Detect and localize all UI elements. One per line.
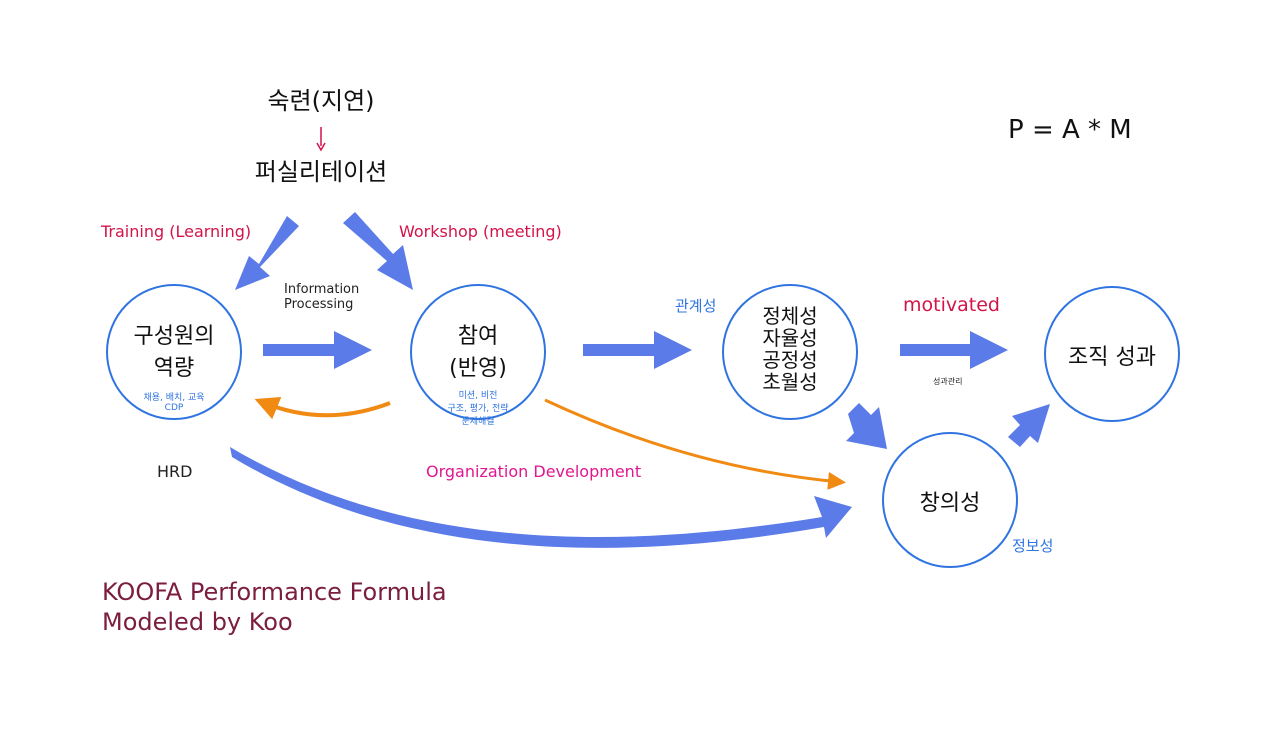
info-processing-line1: Information [284,282,360,297]
arrow-identity-to-creativity [846,403,887,449]
competency-sub2: CDP [164,403,184,413]
footer-title: KOOFA Performance Formula [102,578,447,606]
participation-text: 참여 (반영) 미션, 비전 구조, 평가, 전략 문제해결 [410,318,546,427]
arrow-participation-feedback [254,397,391,420]
arrow-facilitation-to-competency [235,216,299,290]
identity-text: 정체성 자율성 공정성 초월성 [722,305,858,393]
competency-line1: 구성원의 [133,324,215,349]
motivated-label: motivated [903,294,1000,316]
node-performance [1044,286,1180,422]
arrow-identity-to-performance [900,331,1008,369]
info-quality-label: 정보성 [1012,537,1054,555]
identity-line2: 자율성 [762,326,818,350]
identity-line1: 정체성 [762,304,818,328]
competency-text: 구성원의 역량 채용, 배치, 교육 CDP [106,318,242,413]
arrow-participation-to-creativity [544,398,846,490]
perf-mgmt-label: 성과관리 [933,377,963,386]
od-label: Organization Development [426,462,642,481]
node-competency [106,284,242,420]
node-creativity [882,432,1018,568]
creativity-text: 창의성 [919,491,981,516]
formula: P = A * M [1008,115,1132,145]
competency-line2: 역량 [153,356,195,381]
participation-sub2: 구조, 평가, 전략 [447,404,509,414]
arrow-skill-to-facilitation-head [316,142,326,152]
competency-sub1: 채용, 배치, 교육 [143,393,205,403]
training-label: Training (Learning) [101,222,252,241]
arrow-facilitation-to-participation [343,212,413,290]
participation-sub3: 문제해결 [461,417,495,427]
performance-text: 조직 성과 [1068,345,1156,370]
identity-line4: 초월성 [762,370,818,394]
node-identity [722,284,858,420]
participation-sub1: 미션, 비전 [458,391,498,401]
info-processing-line2: Processing [284,297,354,312]
footer-author: Modeled by Koo [102,608,293,636]
hrd-label: HRD [157,462,193,481]
arrow-participation-to-identity [583,331,692,369]
facilitation-label: 퍼실리테이션 [254,158,388,186]
participation-line2: (반영) [449,356,507,381]
workshop-label: Workshop (meeting) [399,222,562,241]
participation-line1: 참여 [457,324,499,349]
relational-label: 관계성 [675,297,717,315]
identity-line3: 공정성 [762,348,818,372]
arrow-creativity-to-performance [1008,404,1050,447]
arrow-competency-to-participation [263,331,372,369]
node-participation [410,284,546,420]
skill-label: 숙련(지연) [267,87,375,115]
